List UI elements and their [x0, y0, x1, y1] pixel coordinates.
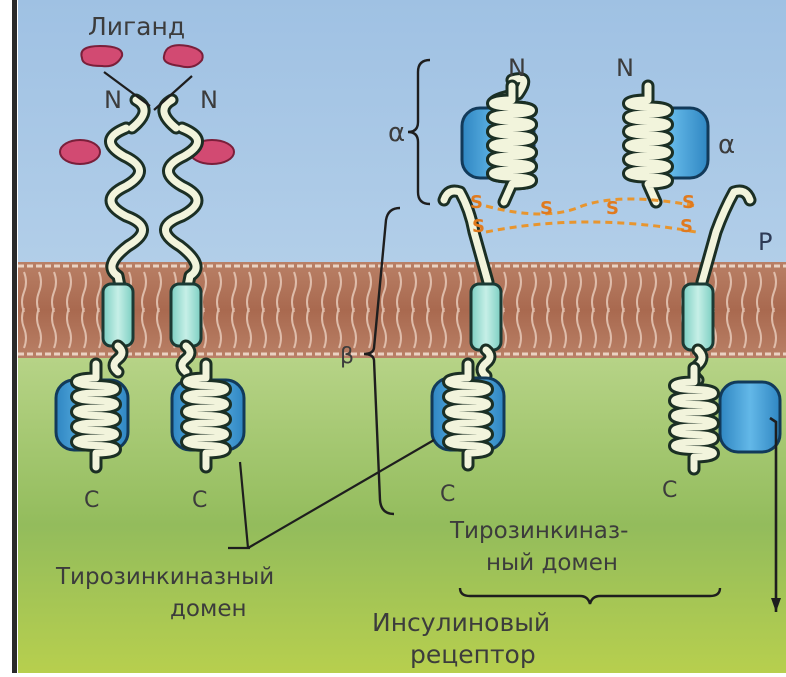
transmembrane-segment: [471, 284, 501, 350]
alpha-subunit-label: α: [388, 120, 405, 146]
disulfide-s: S: [606, 200, 619, 218]
transmembrane-segment: [171, 284, 201, 346]
disulfide-s: S: [680, 218, 693, 236]
tyrosine-kinase-domain-label: Тирозинкиназ-: [450, 520, 628, 543]
tyrosine-kinase-domain-label: домен: [170, 598, 247, 621]
disulfide-s: S: [470, 194, 483, 212]
transmembrane-segment: [683, 284, 713, 350]
c-terminus-label: C: [662, 480, 677, 502]
bound-ligand: [60, 140, 100, 164]
c-terminus-label: C: [192, 490, 207, 512]
c-terminus-label: C: [440, 484, 455, 506]
transmembrane-segment: [103, 284, 133, 346]
insulin-receptor-label: рецептор: [410, 642, 536, 667]
left-border-line: [12, 0, 17, 673]
tyrosine-kinase-domain: [720, 382, 780, 452]
alpha-subunit-label: α: [718, 132, 735, 158]
tyrosine-kinase-domain-label: ный домен: [486, 552, 618, 575]
p-label: P: [758, 230, 772, 254]
ligand-molecule: [164, 45, 203, 67]
cytoplasmic-linker: [114, 346, 122, 372]
disulfide-s: S: [540, 200, 553, 218]
tyrosine-kinase-domain-label: Тирозинкиназный: [56, 566, 274, 589]
beta-subunit-label: β: [340, 346, 354, 368]
cytoplasmic-linker: [182, 346, 190, 372]
n-terminus-label: N: [200, 88, 218, 112]
cytoplasmic-linker: [482, 350, 490, 376]
disulfide-s: S: [682, 194, 695, 212]
disulfide-s: S: [472, 218, 485, 236]
n-terminus-label: N: [104, 88, 122, 112]
n-terminus-label: N: [616, 56, 634, 80]
n-terminus-label: N: [508, 56, 526, 80]
ligand-molecule: [81, 46, 122, 66]
insulin-receptor-label: Инсулиновый: [372, 610, 550, 635]
ligand-label: Лиганд: [88, 14, 185, 39]
c-terminus-label: C: [84, 490, 99, 512]
